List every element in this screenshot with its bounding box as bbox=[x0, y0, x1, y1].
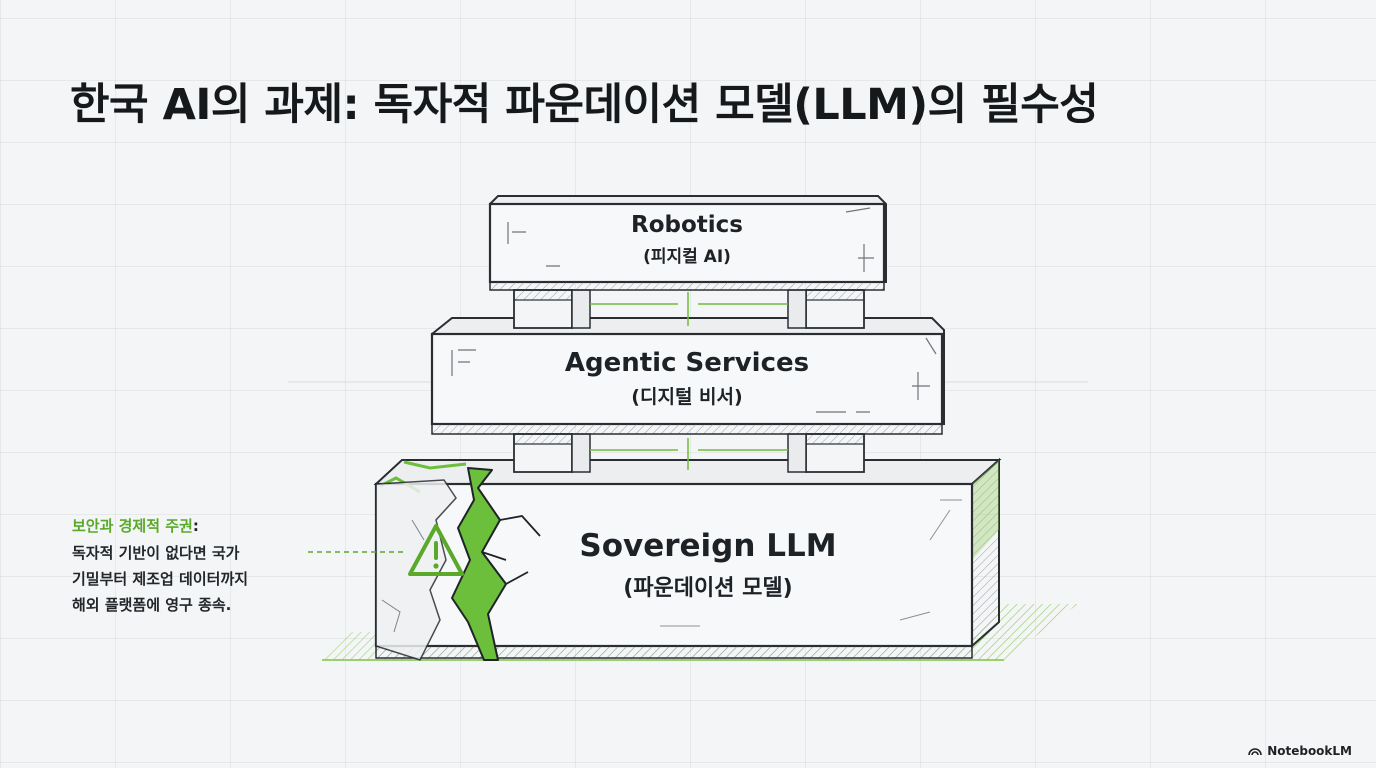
connector-upper bbox=[513, 289, 865, 329]
callout-line: 기밀부터 제조업 데이터까지 bbox=[72, 570, 249, 588]
callout-line: 해외 플랫폼에 영구 종속. bbox=[72, 596, 232, 614]
agentic-label: Agentic Services (디지털 비서) bbox=[432, 348, 942, 409]
agentic-title: Agentic Services bbox=[564, 348, 810, 378]
robotics-subtitle: (피지컬 AI) bbox=[643, 247, 731, 267]
brand-name: NotebookLM bbox=[1267, 744, 1352, 758]
agentic-subtitle: (디지털 비서) bbox=[631, 386, 743, 408]
sovereign-subtitle: (파운데이션 모델) bbox=[623, 576, 793, 601]
sovereign-title: Sovereign LLM bbox=[579, 528, 837, 564]
callout-heading: 보안과 경제적 주권: bbox=[72, 515, 199, 536]
warning-triangle-icon bbox=[408, 524, 464, 576]
callout-body: 독자적 기반이 없다면 국가 기밀부터 제조업 데이터까지 해외 플랫폼에 영구… bbox=[72, 540, 248, 618]
brand-mark: NotebookLM bbox=[1248, 744, 1352, 758]
callout-heading-text: 보안과 경제적 주권 bbox=[72, 517, 193, 535]
callout-line: 독자적 기반이 없다면 국가 bbox=[72, 544, 240, 562]
robotics-title: Robotics bbox=[631, 212, 743, 238]
callout-colon: : bbox=[192, 517, 199, 535]
page-title: 한국 AI의 과제: 독자적 파운데이션 모델(LLM)의 필수성 bbox=[70, 80, 1099, 130]
block-sovereign-llm bbox=[373, 457, 1002, 661]
connector-lower bbox=[513, 433, 865, 473]
sovereign-label: Sovereign LLM (파운데이션 모델) bbox=[520, 528, 896, 602]
block-robotics bbox=[488, 195, 887, 291]
block-agentic-services bbox=[430, 317, 945, 435]
robotics-label: Robotics (피지컬 AI) bbox=[490, 212, 884, 267]
notebooklm-icon bbox=[1248, 748, 1262, 756]
